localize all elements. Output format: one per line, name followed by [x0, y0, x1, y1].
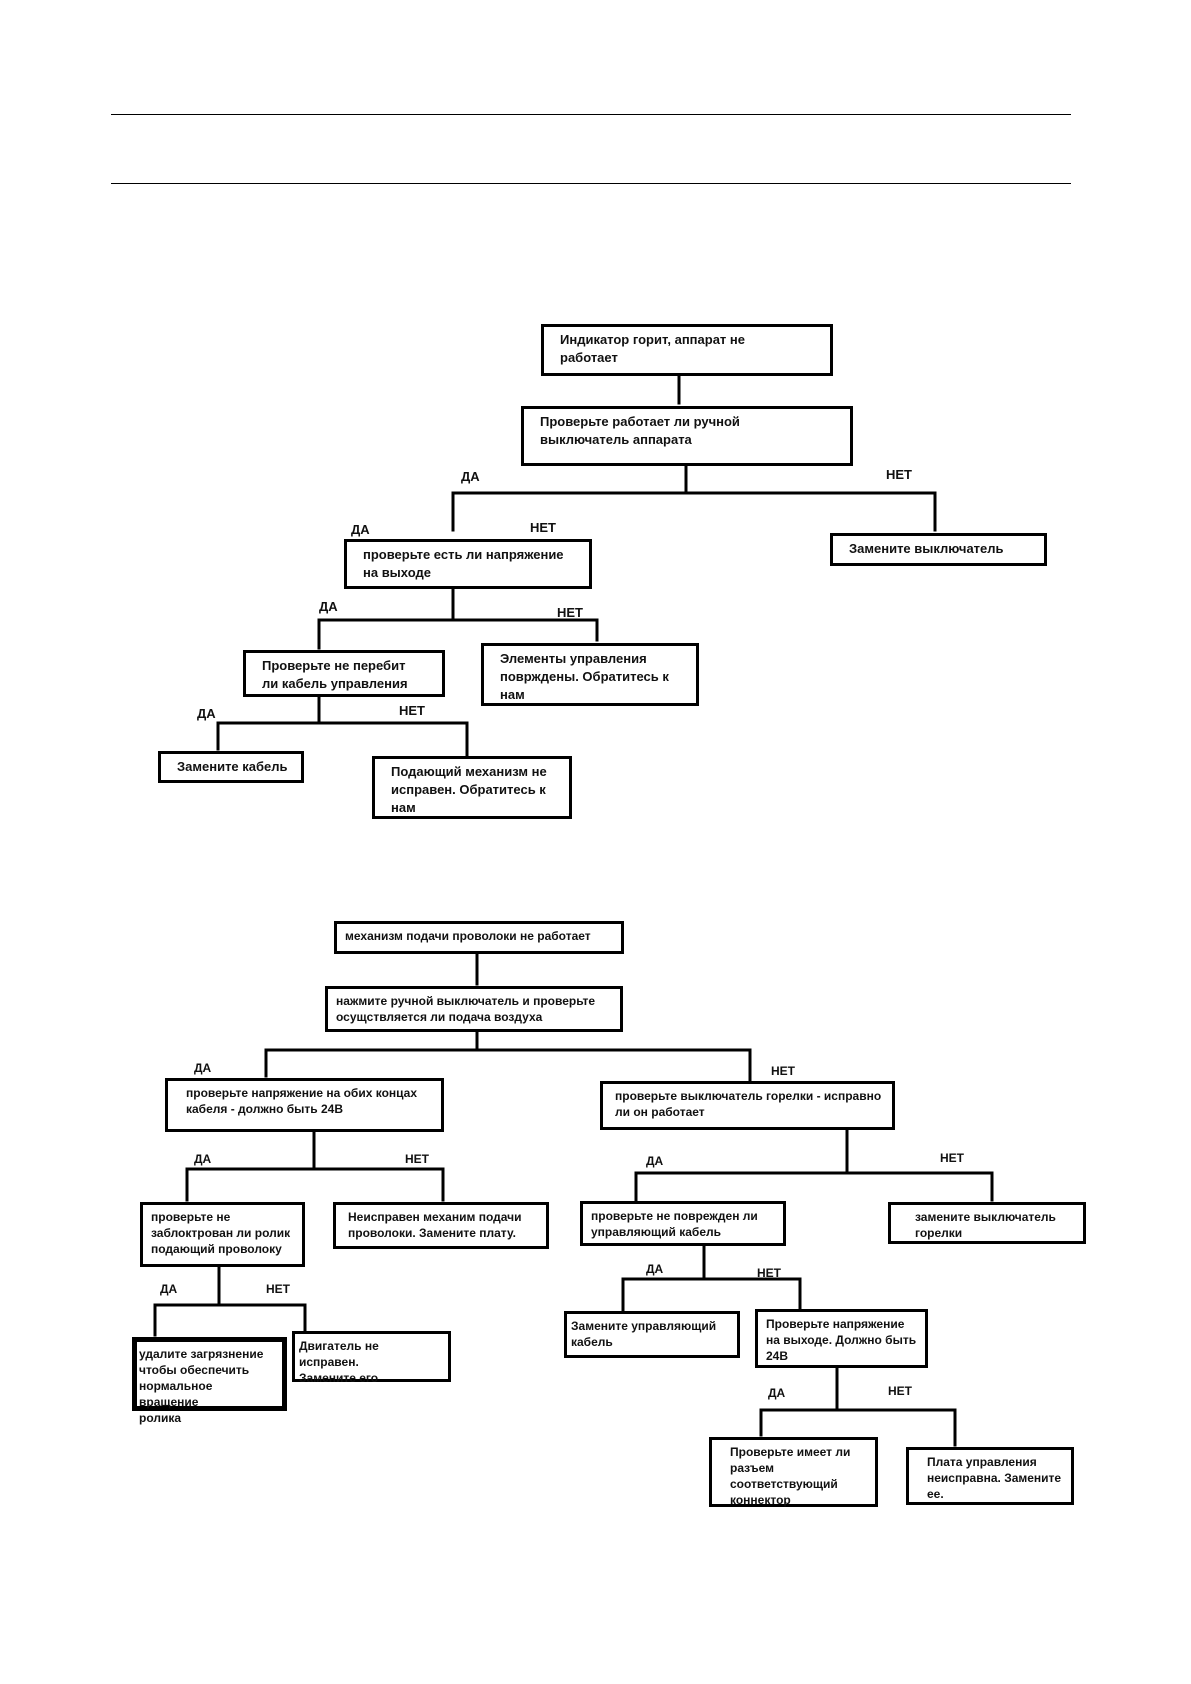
- label-yes: ДА: [461, 469, 480, 484]
- label-yes: ДА: [194, 1152, 212, 1166]
- node-check-output-voltage: проверьте есть ли напряжение на выходе: [344, 539, 592, 589]
- label-no: НЕТ: [399, 703, 425, 718]
- node-check-manual-switch: Проверьте работает ли ручной выключатель…: [521, 406, 853, 466]
- label-no: НЕТ: [405, 1152, 429, 1166]
- header-rule-bottom: [111, 183, 1071, 184]
- label-yes: ДА: [768, 1386, 786, 1400]
- label-no: НЕТ: [888, 1384, 912, 1398]
- node-motor-faulty: Двигатель не исправен. Замените его: [292, 1331, 451, 1385]
- node-check-control-cable-damaged: проверьте не поврежден ли управляющий ка…: [580, 1201, 786, 1246]
- label-yes: ДА: [351, 522, 370, 537]
- node-feeder-mechanism-faulty: Подающий механизм не исправен. Обратитес…: [372, 756, 572, 819]
- label-yes: ДА: [646, 1154, 664, 1168]
- node-check-torch-switch: проверьте выключатель горелки - исправно…: [600, 1081, 895, 1130]
- label-yes: ДА: [194, 1061, 212, 1075]
- node-check-output-voltage-24v: Проверьте напряжение на выходе. Должно б…: [755, 1309, 928, 1368]
- label-yes: ДА: [197, 706, 216, 721]
- node-remove-dirt: удалите загрязнение чтобы обеспечить нор…: [132, 1337, 287, 1425]
- node-replace-torch-switch: замените выключатель горелки: [888, 1202, 1086, 1244]
- label-no: НЕТ: [757, 1266, 781, 1280]
- node-control-board-faulty: Плата управления неисправна. Замените ее…: [906, 1447, 1074, 1505]
- node-replace-control-cable: Замените управляющий кабель: [564, 1311, 740, 1358]
- node-controls-damaged: Элементы управления поврждены. Обратитес…: [481, 643, 699, 706]
- node-check-control-cable: Проверьте не перебит ли кабель управлени…: [243, 650, 445, 697]
- label-no: НЕТ: [771, 1064, 795, 1078]
- node-replace-switch: Замените выключатель: [830, 533, 1047, 566]
- label-no: НЕТ: [886, 467, 912, 482]
- label-no: НЕТ: [940, 1151, 964, 1165]
- node-feeder-board-faulty: Неисправен механим подачи проволоки. Зам…: [333, 1202, 549, 1249]
- node-check-roller-blocked: проверьте не заблоктрован ли ролик подаю…: [140, 1202, 305, 1267]
- node-replace-cable: Замените кабель: [158, 751, 304, 783]
- node-check-connector: Проверьте имеет ли разъем соответствующи…: [709, 1437, 878, 1507]
- label-yes: ДА: [646, 1262, 664, 1276]
- label-yes: ДА: [160, 1282, 178, 1296]
- node-check-cable-voltage: проверьте напряжение на обих концах кабе…: [165, 1078, 444, 1132]
- label-no: НЕТ: [530, 520, 556, 535]
- label-yes: ДА: [319, 599, 338, 614]
- node-indicator-on-device-not-working: Индикатор горит, аппарат не работает: [541, 324, 833, 376]
- label-no: НЕТ: [557, 605, 583, 620]
- node-press-switch-check-air: нажмите ручной выключатель и проверьте о…: [325, 986, 623, 1032]
- header-rule-top: [111, 114, 1071, 115]
- node-wire-feeder-not-working: механизм подачи проволоки не работает: [334, 921, 624, 954]
- label-no: НЕТ: [266, 1282, 290, 1296]
